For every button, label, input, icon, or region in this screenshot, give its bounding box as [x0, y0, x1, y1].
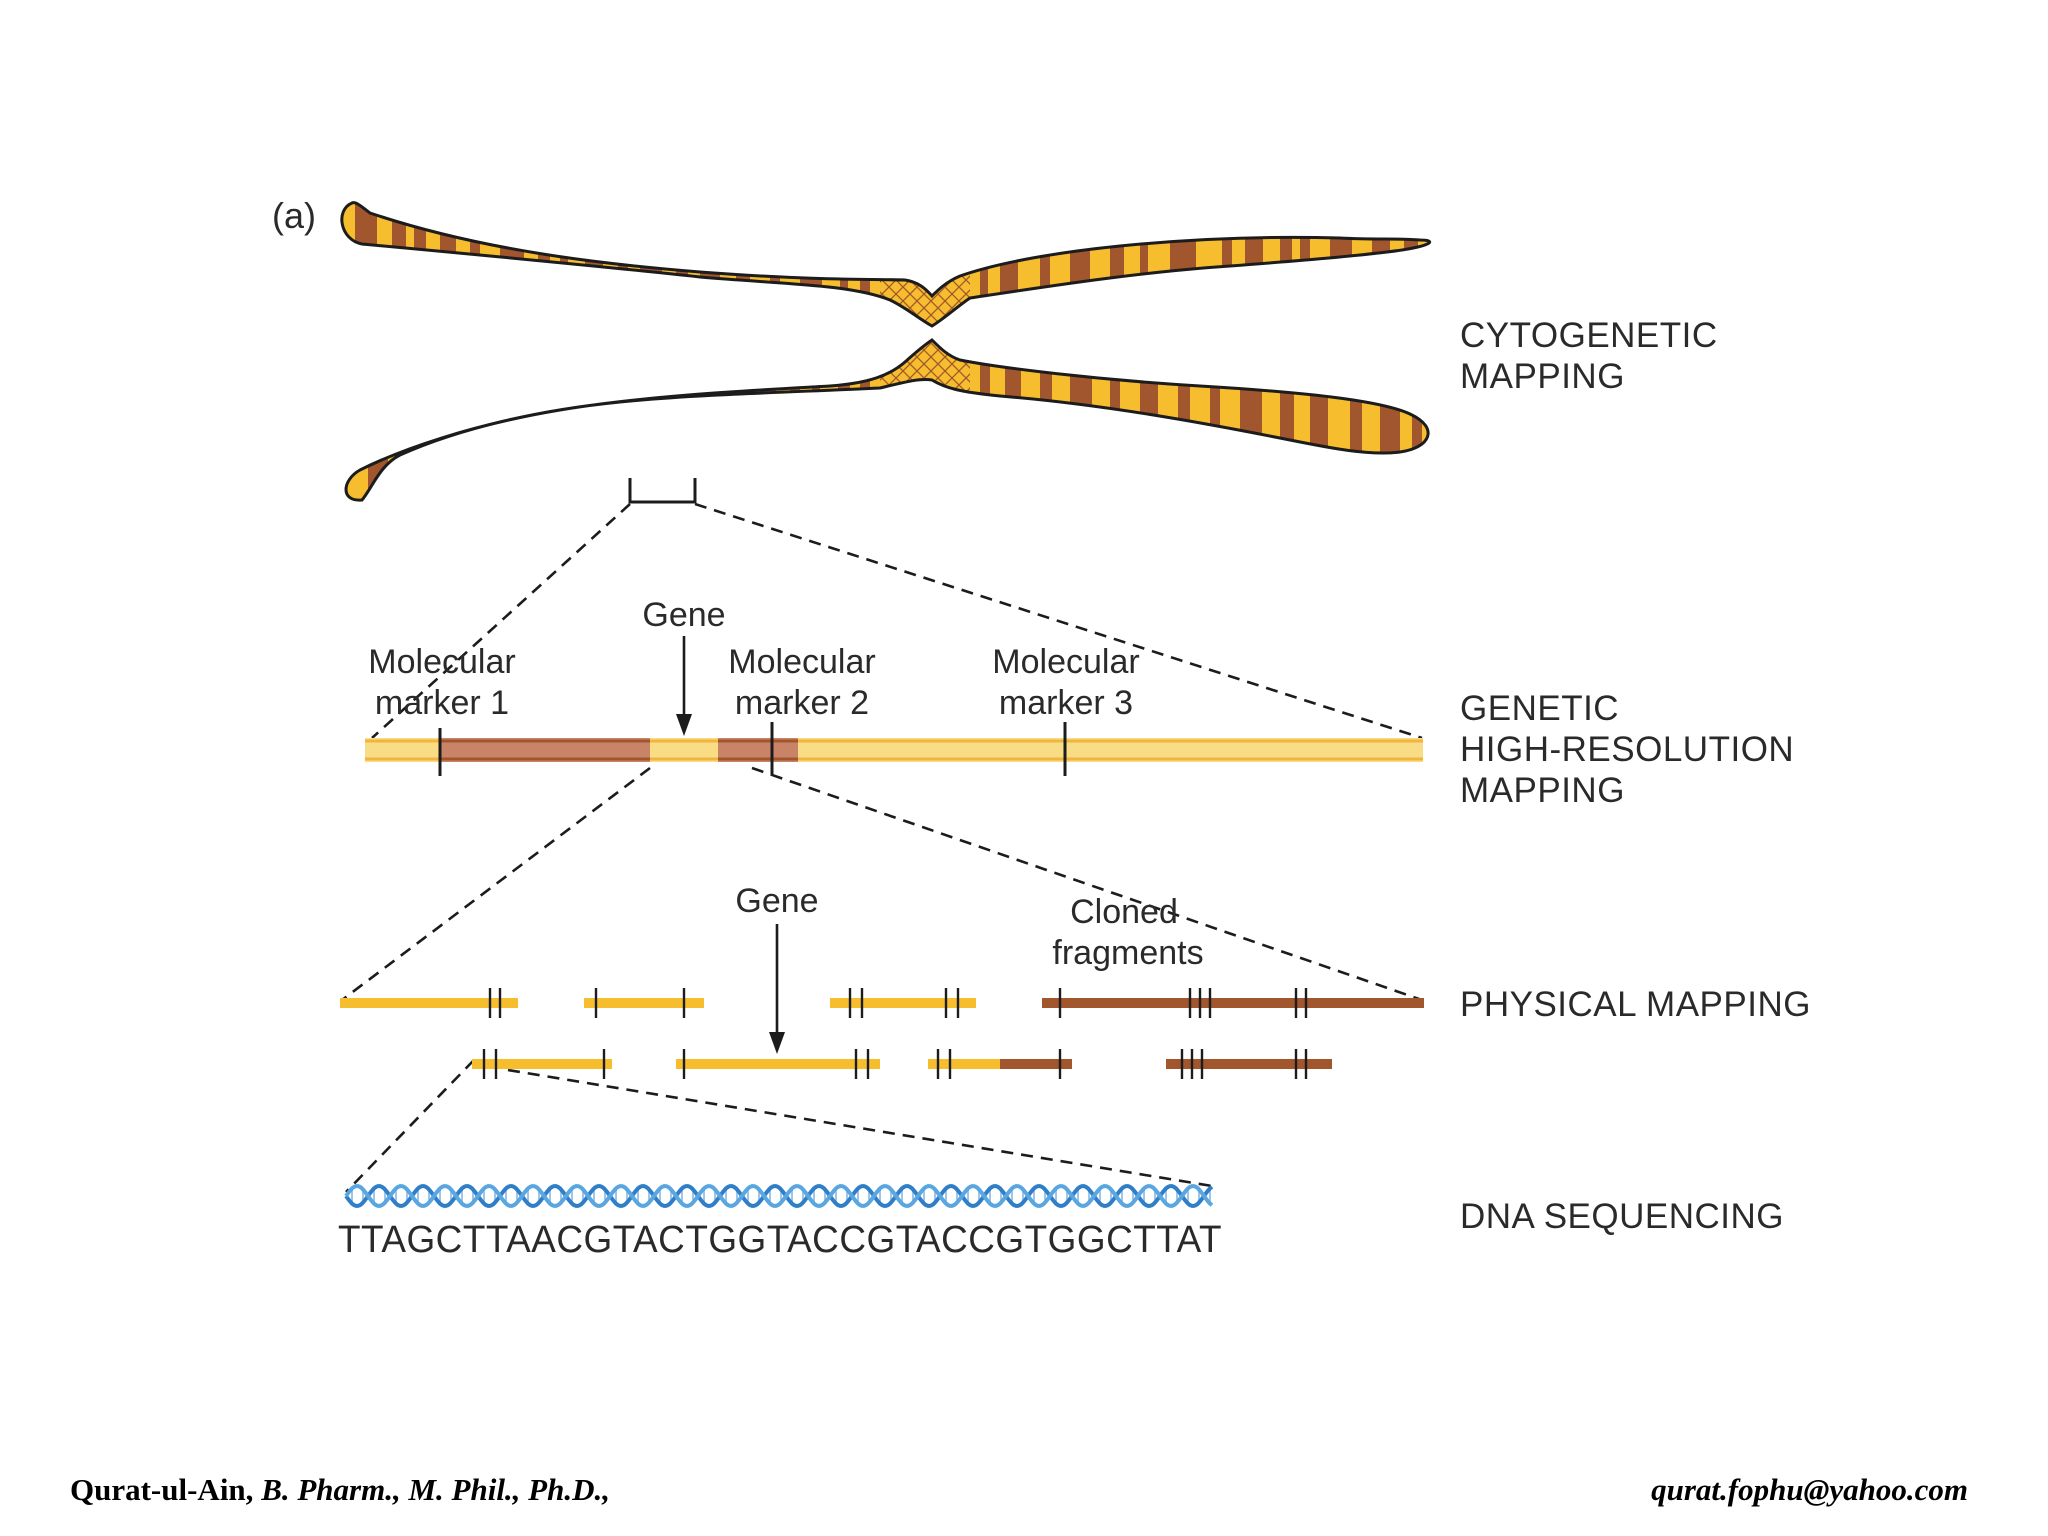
cloned-fragment-8 — [1166, 1059, 1332, 1069]
cloned-fragment-3 — [830, 998, 976, 1008]
cloned-fragment-7b — [1000, 1059, 1072, 1069]
gene-label: Gene — [642, 596, 725, 634]
cloned-fragment-7a — [928, 1059, 1000, 1069]
physical-gene-arrow — [769, 924, 785, 1054]
cloned-fragment-6 — [676, 1059, 880, 1069]
dna-sequence-text: TTAGCTTAACGTACTGGTACCGTACCGTGGCTTAT — [338, 1219, 1222, 1261]
region-bracket — [628, 478, 697, 504]
zoom-lines — [341, 502, 1423, 1193]
footer-credentials: B. Pharm., M. Phil., Ph.D., — [253, 1472, 610, 1507]
cloned-fragment-2 — [584, 998, 704, 1008]
dna-double-helix — [344, 1184, 1214, 1208]
chromosome-upper-chromatid — [340, 201, 1431, 328]
cloned-fragment-1 — [340, 998, 518, 1008]
physical-gene-label: Gene — [735, 882, 818, 920]
panel-label: (a) — [272, 195, 316, 236]
cloned-fragment-4 — [1042, 998, 1424, 1008]
footer-name: Qurat-ul-Ain, — [70, 1472, 254, 1507]
footer-email: qurat.fophu@yahoo.com — [1651, 1472, 1968, 1507]
cloned-fragment-5 — [472, 1059, 612, 1069]
chromosome-lower-chromatid — [344, 338, 1430, 502]
genetic-interval-2 — [718, 738, 798, 762]
dna-sequencing: TTAGCTTAACGTACTGGTACCGTACCGTGGCTTAT — [338, 1184, 1222, 1261]
footer-author: Qurat-ul-Ain, B. Pharm., M. Phil., Ph.D.… — [70, 1472, 610, 1508]
dna-sequencing-label: DNA SEQUENCING — [1460, 1197, 1784, 1236]
genetic-interval-1 — [440, 738, 650, 762]
chromosome — [340, 201, 1431, 502]
physical-mapping-label: PHYSICAL MAPPING — [1460, 985, 1811, 1024]
gene-arrow — [676, 636, 692, 736]
